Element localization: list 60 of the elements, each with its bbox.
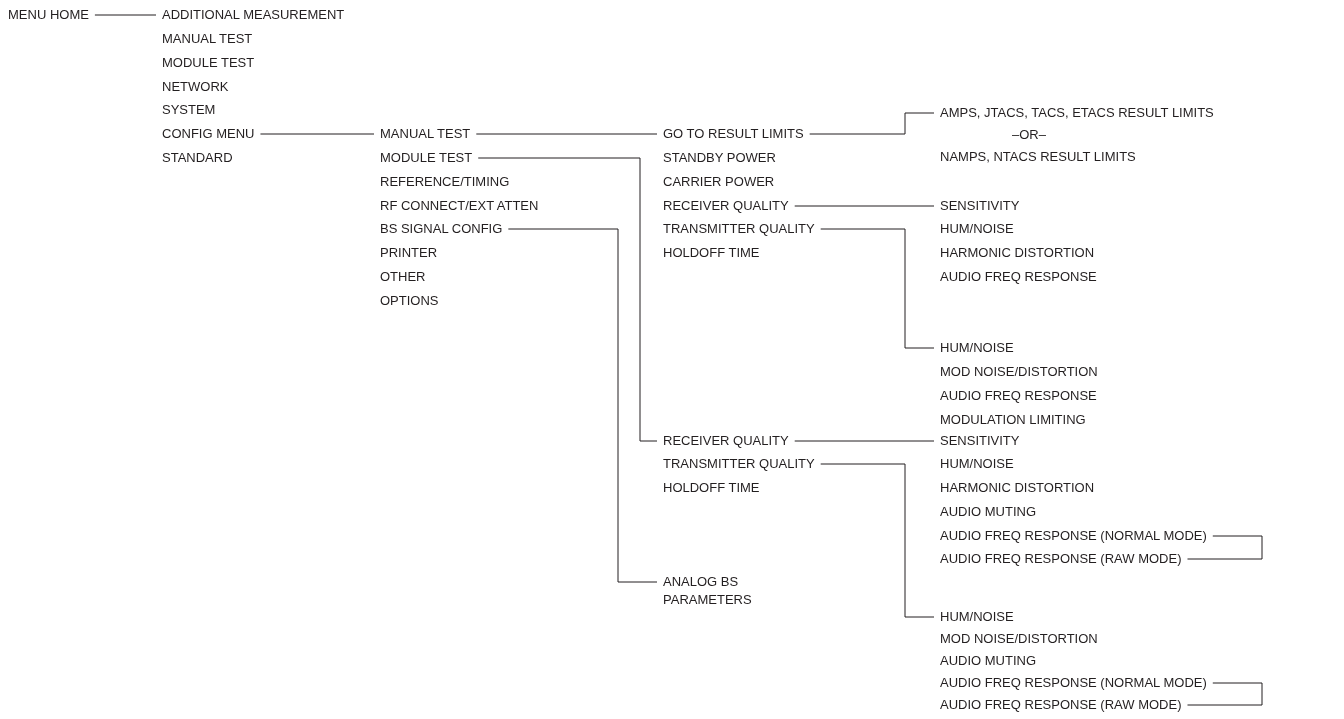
menu-item: MODULE TEST (162, 54, 255, 72)
menu-item: GO TO RESULT LIMITS (663, 125, 804, 143)
menu-item: SENSITIVITY (940, 197, 1020, 215)
menu-item: HOLDOFF TIME (663, 244, 760, 262)
connector-line (1187, 535, 1263, 560)
menu-item: AUDIO FREQ RESPONSE (NORMAL MODE) (940, 674, 1207, 692)
menu-item: OTHER (380, 268, 426, 286)
connector-line (1187, 682, 1263, 706)
menu-item: SYSTEM (162, 101, 216, 119)
menu-item: PRINTER (380, 244, 438, 262)
menu-item: AUDIO FREQ RESPONSE (940, 387, 1097, 405)
menu-item: ANALOG BS PARAMETERS (663, 573, 753, 609)
menu-item: HUM/NOISE (940, 455, 1014, 473)
menu-item: AMPS, JTACS, TACS, ETACS RESULT LIMITS (940, 104, 1214, 122)
menu-item: AUDIO FREQ RESPONSE (NORMAL MODE) (940, 527, 1207, 545)
connector-line (794, 205, 935, 207)
menu-item: AUDIO MUTING (940, 503, 1037, 521)
connector-line (507, 228, 658, 583)
menu-item: HUM/NOISE (940, 220, 1014, 238)
menu-item: MENU HOME (8, 6, 89, 24)
connector-line (794, 440, 935, 442)
menu-item: MOD NOISE/DISTORTION (940, 363, 1098, 381)
menu-item: HOLDOFF TIME (663, 479, 760, 497)
menu-item: HARMONIC DISTORTION (940, 479, 1095, 497)
menu-item: ADDITIONAL MEASUREMENT (162, 6, 345, 24)
menu-item: TRANSMITTER QUALITY (663, 455, 815, 473)
connector-line (477, 157, 658, 442)
menu-item: RF CONNECT/EXT ATTEN (380, 197, 539, 215)
menu-item: MODULE TEST (380, 149, 473, 167)
menu-item: MANUAL TEST (380, 125, 471, 143)
menu-item: AUDIO FREQ RESPONSE (940, 268, 1097, 286)
menu-item: STANDBY POWER (663, 149, 776, 167)
menu-item: NAMPS, NTACS RESULT LIMITS (940, 148, 1136, 166)
connector-line (259, 133, 375, 135)
menu-item: HUM/NOISE (940, 339, 1014, 357)
menu-item: HARMONIC DISTORTION (940, 244, 1095, 262)
connector-line (94, 14, 157, 16)
menu-item: SENSITIVITY (940, 432, 1020, 450)
menu-item: NETWORK (162, 78, 229, 96)
menu-item: TRANSMITTER QUALITY (663, 220, 815, 238)
menu-item: CARRIER POWER (663, 173, 775, 191)
menu-item: BS SIGNAL CONFIG (380, 220, 503, 238)
connector-line (809, 112, 935, 135)
menu-item: HUM/NOISE (940, 608, 1014, 626)
connector-line (820, 228, 935, 349)
menu-item: RECEIVER QUALITY (663, 432, 789, 450)
option-separator-text: –OR– (1012, 126, 1046, 144)
menu-item: RECEIVER QUALITY (663, 197, 789, 215)
menu-item: AUDIO MUTING (940, 652, 1037, 670)
menu-item: AUDIO FREQ RESPONSE (RAW MODE) (940, 696, 1182, 714)
menu-item: AUDIO FREQ RESPONSE (RAW MODE) (940, 550, 1182, 568)
menu-item: OPTIONS (380, 292, 439, 310)
menu-item: MANUAL TEST (162, 30, 253, 48)
connector-line (475, 133, 658, 135)
menu-item: STANDARD (162, 149, 233, 167)
menu-item: CONFIG MENU (162, 125, 255, 143)
menu-item: MODULATION LIMITING (940, 411, 1086, 429)
menu-item: REFERENCE/TIMING (380, 173, 510, 191)
menu-item: MOD NOISE/DISTORTION (940, 630, 1098, 648)
connector-line (820, 463, 935, 618)
